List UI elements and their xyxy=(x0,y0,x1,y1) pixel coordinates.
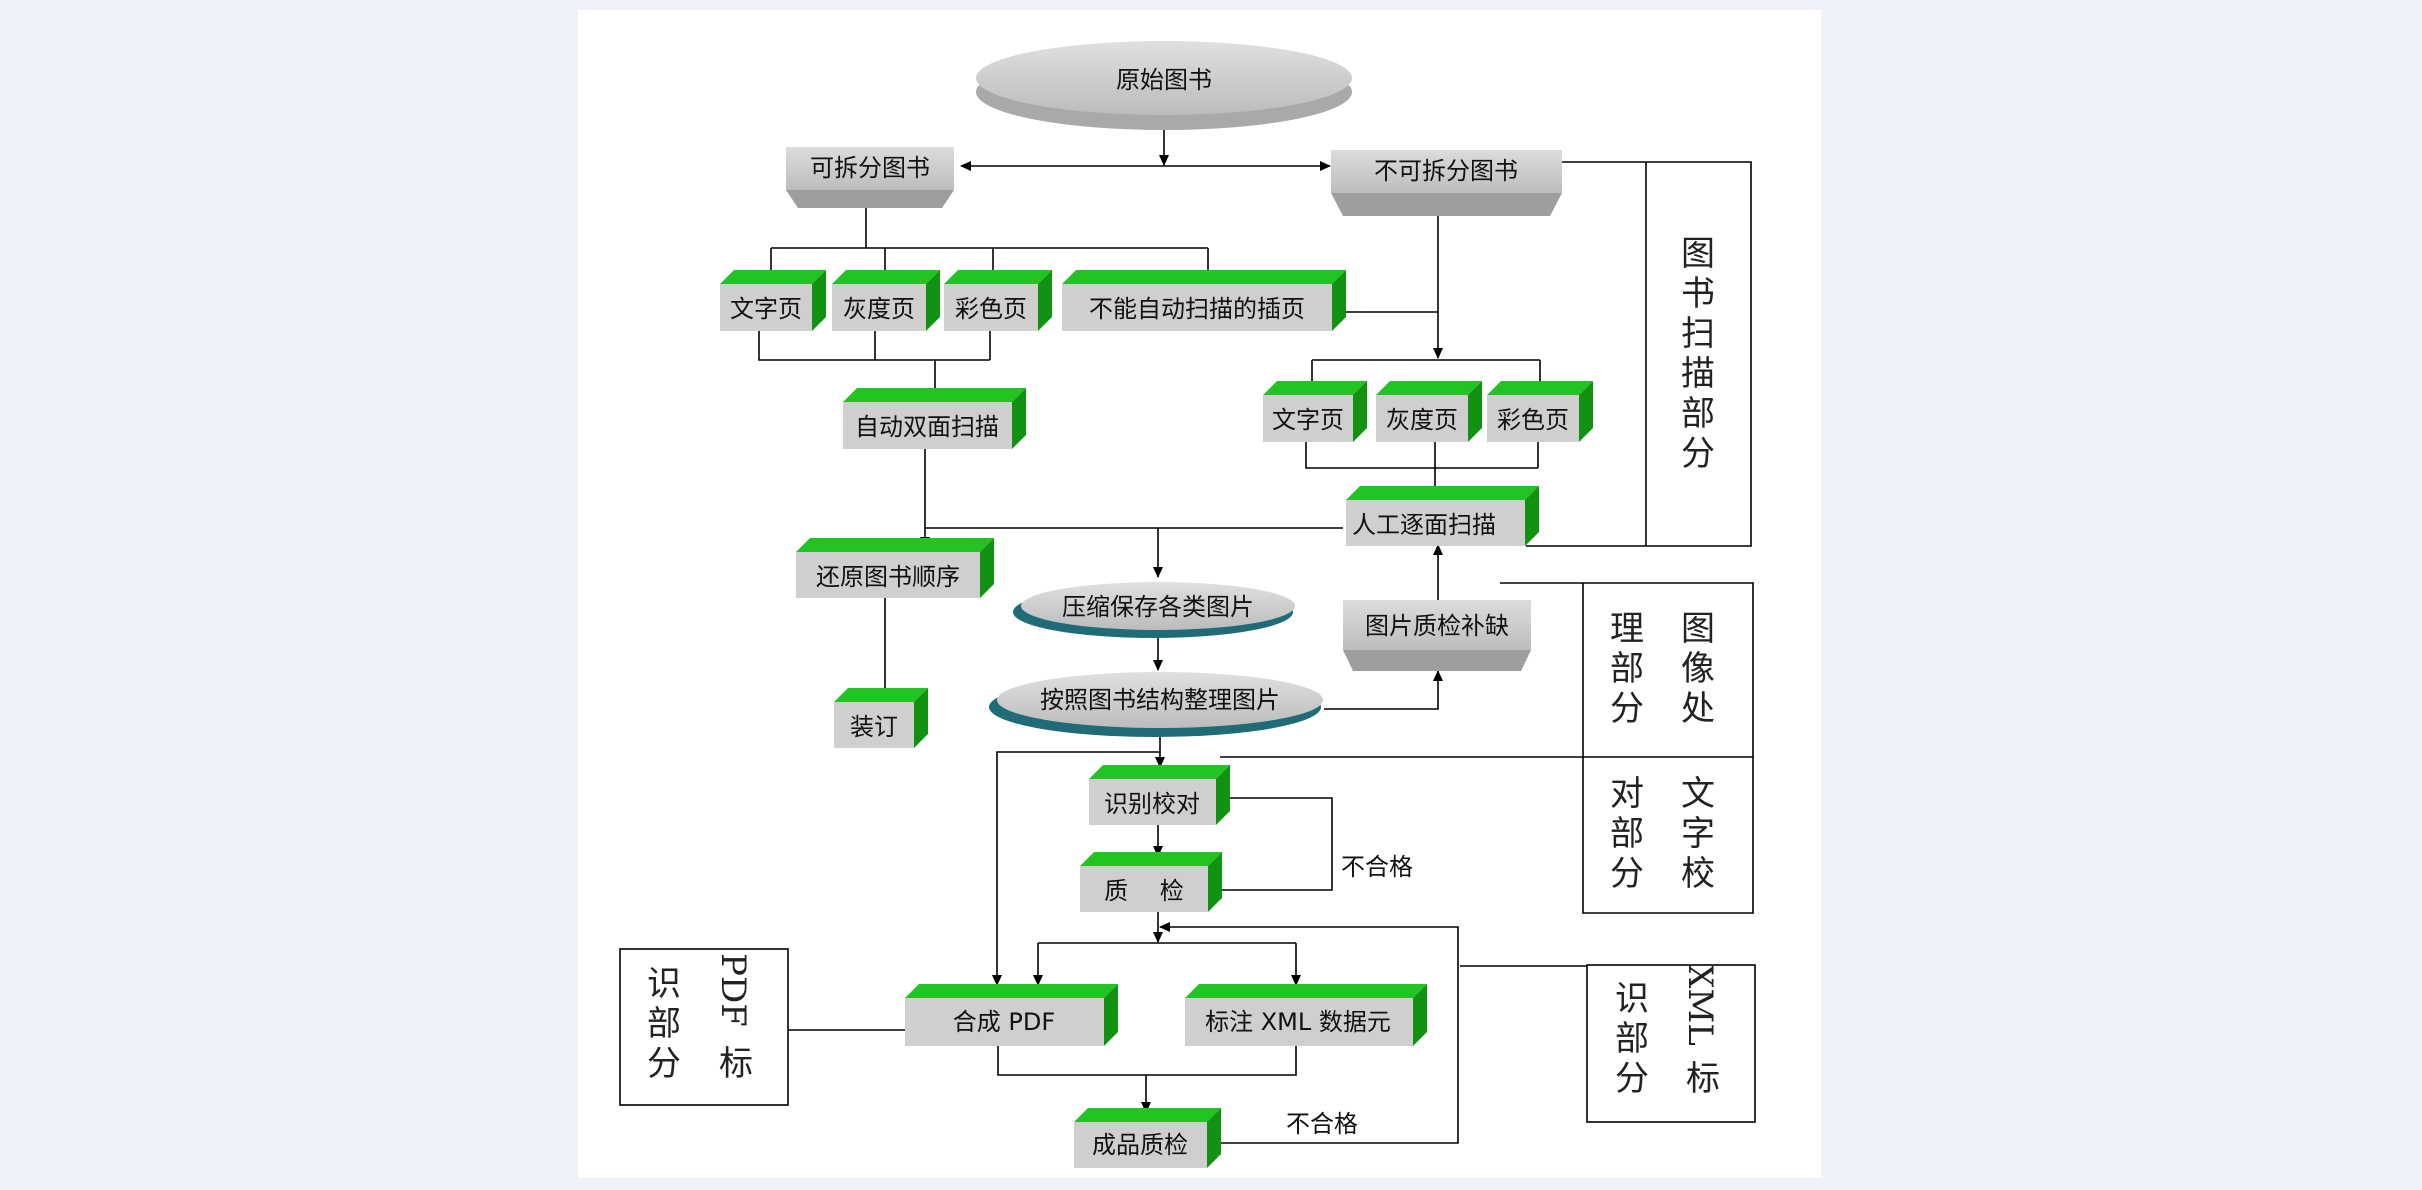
section-text-col1-0: 文 xyxy=(1681,774,1715,814)
edge-pages-a-merge xyxy=(758,331,990,361)
section-text-col2-1: 部 xyxy=(1610,814,1644,854)
section-text-col2-0: 对 xyxy=(1610,774,1644,814)
section-book-scanning-4: 部 xyxy=(1681,394,1715,434)
section-book-scanning-0: 图 xyxy=(1681,234,1715,274)
label-xml-tagging: 标注 XML 数据元 xyxy=(1205,1008,1391,1036)
node-color-page-b xyxy=(1487,381,1593,442)
shapes xyxy=(720,41,1593,1168)
section-pdf-col2-1: 部 xyxy=(647,1004,681,1044)
section-xml-col2-2: 分 xyxy=(1615,1059,1649,1099)
section-book-scanning-2: 扫 xyxy=(1681,314,1715,354)
bracket-book-scanning xyxy=(1526,161,1752,547)
node-quality-check xyxy=(1080,852,1222,912)
bracket-image-text xyxy=(1500,582,1754,914)
section-labels: 图 书 扫 描 部 分 图 像 处 理 部 分 文 字 校 对 部 分 XML … xyxy=(647,234,1720,1099)
section-xml-col2-1: 部 xyxy=(1615,1019,1649,1059)
edge-to-compose-pdf xyxy=(992,751,1160,986)
label-color-page-a: 彩色页 xyxy=(955,295,1027,323)
section-text-col1-2: 校 xyxy=(1681,854,1715,894)
section-pdf-col2-2: 分 xyxy=(647,1044,681,1084)
label-detachable-book: 可拆分图书 xyxy=(810,154,930,182)
edge-fail-loop-1 xyxy=(1208,793,1333,891)
section-text-col2-2: 分 xyxy=(1610,854,1644,894)
label-manual-scan: 人工逐面扫描 xyxy=(1352,511,1496,539)
node-non-detachable-book xyxy=(1331,150,1562,216)
connectors xyxy=(758,125,1545,1144)
section-text-col1-1: 字 xyxy=(1681,814,1715,854)
section-image-col1-1: 像 xyxy=(1681,649,1715,689)
node-recognize-proof xyxy=(1089,765,1230,825)
label-non-auto-insert: 不能自动扫描的插页 xyxy=(1089,295,1305,323)
edge-organize-to-qc xyxy=(1324,670,1443,710)
label-original-book: 原始图书 xyxy=(1116,66,1212,94)
node-image-qc xyxy=(1343,600,1531,671)
node-manual-scan xyxy=(1346,486,1539,546)
section-image-col1-0: 图 xyxy=(1681,609,1715,649)
section-book-scanning-5: 分 xyxy=(1681,434,1715,474)
node-organize-images xyxy=(989,672,1323,737)
bracket-pdf xyxy=(619,948,789,1106)
bracket-xml xyxy=(1586,964,1756,1123)
node-compress-save xyxy=(1013,582,1295,638)
label-text-page-b: 文字页 xyxy=(1272,406,1344,434)
section-image-col1-2: 处 xyxy=(1681,689,1715,729)
node-text-page-a xyxy=(720,270,826,331)
node-compose-pdf xyxy=(905,984,1118,1046)
label-final-qc: 成品质检 xyxy=(1092,1131,1188,1159)
section-brackets xyxy=(619,161,1756,1123)
section-pdf-col1-1: 标 xyxy=(719,1044,753,1084)
node-final-qc xyxy=(1074,1108,1221,1168)
label-gray-page-b: 灰度页 xyxy=(1386,406,1458,434)
node-gray-page-b xyxy=(1376,381,1482,442)
label-restore-order: 还原图书顺序 xyxy=(816,563,960,591)
label-text-page-a: 文字页 xyxy=(730,295,802,323)
edge-merge-final xyxy=(997,1046,1297,1076)
label-compress-save: 压缩保存各类图片 xyxy=(1062,593,1254,621)
label-quality-check: 质 检 xyxy=(1104,877,1184,905)
label-auto-duplex-scan: 自动双面扫描 xyxy=(855,413,999,441)
section-book-scanning-1: 书 xyxy=(1681,274,1715,314)
label-binding: 装订 xyxy=(850,713,898,741)
label-fail-1: 不合格 xyxy=(1341,853,1413,881)
node-binding xyxy=(834,688,928,748)
section-xml-col1-0: XML xyxy=(1680,964,1720,1046)
section-image-col2-1: 部 xyxy=(1610,649,1644,689)
label-compose-pdf: 合成 PDF xyxy=(953,1008,1055,1036)
section-xml-col1-1: 标 xyxy=(1686,1059,1720,1099)
edge-pages-b-merge xyxy=(1305,442,1538,469)
node-auto-duplex-scan xyxy=(843,388,1026,449)
edge-fail-loop-2 xyxy=(1159,922,1459,1144)
section-pdf-col1-0: PDF xyxy=(713,953,753,1027)
node-original-book xyxy=(976,41,1352,130)
label-recognize-proof: 识别校对 xyxy=(1104,790,1200,818)
node-detachable-book xyxy=(786,147,954,208)
node-restore-order xyxy=(796,538,994,598)
section-pdf-col2-0: 识 xyxy=(647,964,681,1004)
node-non-auto-insert xyxy=(1062,270,1346,331)
section-image-col2-0: 理 xyxy=(1610,609,1644,649)
node-labels: 原始图书 可拆分图书 不可拆分图书 文字页 灰度页 彩色页 不能自动扫描的插页 … xyxy=(730,66,1569,1159)
section-image-col2-2: 分 xyxy=(1610,689,1644,729)
label-organize-images: 按照图书结构整理图片 xyxy=(1040,686,1280,714)
label-image-qc: 图片质检补缺 xyxy=(1365,612,1509,640)
section-book-scanning-3: 描 xyxy=(1681,354,1715,394)
label-non-detachable-book: 不可拆分图书 xyxy=(1374,157,1518,185)
label-color-page-b: 彩色页 xyxy=(1497,406,1569,434)
node-color-page-a xyxy=(944,270,1052,331)
label-gray-page-a: 灰度页 xyxy=(843,295,915,323)
label-fail-2: 不合格 xyxy=(1286,1110,1358,1138)
node-text-page-b xyxy=(1263,381,1367,442)
node-xml-tagging xyxy=(1185,984,1427,1046)
node-gray-page-a xyxy=(832,270,940,331)
section-xml-col2-0: 识 xyxy=(1615,979,1649,1019)
